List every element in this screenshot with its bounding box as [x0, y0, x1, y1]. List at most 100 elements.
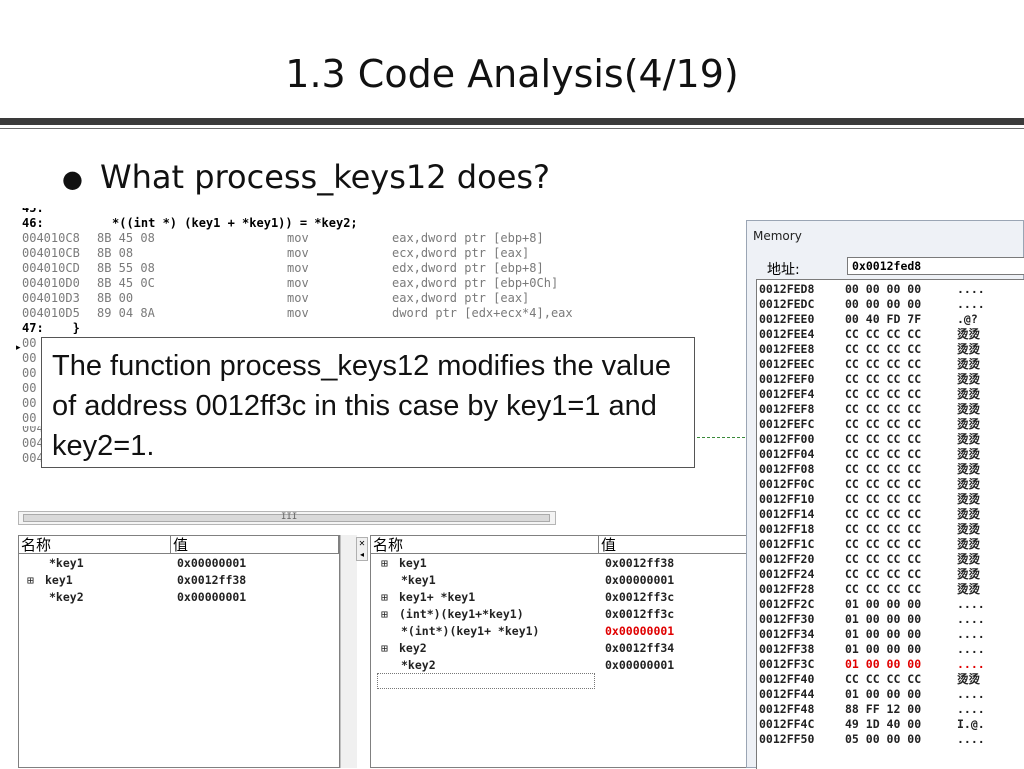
- expand-icon[interactable]: ⊞: [381, 556, 388, 570]
- memory-bytes: CC CC CC CC: [845, 537, 922, 551]
- connector-line: [697, 437, 745, 438]
- memory-ascii: ....: [957, 732, 985, 746]
- memory-ascii: 烫烫: [957, 432, 980, 446]
- watch-expression[interactable]: key1+ *key1: [399, 590, 476, 604]
- memory-address: 0012FF30: [759, 612, 815, 626]
- memory-address: 0012FF1C: [759, 537, 815, 551]
- watch-expression[interactable]: (int*)(key1+*key1): [399, 607, 524, 621]
- watch-new-entry-input[interactable]: [377, 673, 595, 689]
- cursor-marker: ▸: [16, 343, 21, 353]
- variable-name[interactable]: *key1: [49, 556, 84, 570]
- watch-expression[interactable]: *key2: [401, 658, 436, 672]
- memory-bytes: 00 00 00 00: [845, 297, 922, 311]
- memory-bytes: CC CC CC CC: [845, 522, 922, 536]
- instr-address: 004010CB: [22, 246, 80, 260]
- variable-name[interactable]: *key2: [49, 590, 84, 604]
- instruction-row[interactable]: 00: [22, 381, 742, 396]
- column-header-name[interactable]: 名称: [19, 536, 171, 554]
- instruction-row[interactable]: 00: [22, 351, 742, 366]
- instr-op: mov: [287, 261, 309, 275]
- memory-address: 0012FEF4: [759, 387, 815, 401]
- instruction-row[interactable]: 00: [22, 336, 742, 351]
- address-input[interactable]: 0x0012fed8: [847, 257, 1024, 275]
- title-divider: [0, 118, 1024, 125]
- memory-address: 0012FF08: [759, 462, 815, 476]
- column-header-name[interactable]: 名称: [371, 536, 599, 554]
- memory-address: 0012FF40: [759, 672, 815, 686]
- memory-bytes: 05 00 00 00: [845, 732, 922, 746]
- watch-value: 0x0012ff34: [605, 641, 675, 655]
- memory-address: 0012FF48: [759, 702, 815, 716]
- memory-address: 0012FEE0: [759, 312, 815, 326]
- instruction-row[interactable]: 00: [22, 366, 742, 381]
- watch-expression[interactable]: *key1: [401, 573, 436, 587]
- watch-expression[interactable]: key2: [399, 641, 427, 655]
- instruction-row[interactable]: 00: [22, 396, 742, 411]
- memory-ascii: ....: [957, 687, 985, 701]
- watch-value: 0x0012ff3c: [605, 590, 675, 604]
- watch-expression[interactable]: key1: [399, 556, 427, 570]
- disassembly-view[interactable]: 45: 46: *((int *) (key1 + *key1)) = *key…: [22, 208, 742, 466]
- variable-name[interactable]: key1: [45, 573, 73, 587]
- column-header-value[interactable]: 值: [599, 536, 751, 554]
- scrollbar-thumb[interactable]: [23, 514, 550, 522]
- memory-ascii: ....: [957, 597, 985, 611]
- expand-icon[interactable]: ⊞: [27, 573, 34, 587]
- watch-expression[interactable]: *(int*)(key1+ *key1): [401, 624, 540, 638]
- watch-panel-handle[interactable]: ✕◂: [356, 537, 368, 561]
- panel-divider[interactable]: [340, 535, 357, 768]
- expand-icon[interactable]: ⊞: [381, 641, 388, 655]
- expand-icon[interactable]: ⊞: [381, 607, 388, 621]
- instruction-row[interactable]: 00: [22, 411, 742, 426]
- instr-bytes: 8B 55 08: [97, 261, 155, 275]
- instr-op: mov: [287, 246, 309, 260]
- bullet-dot-icon: ●: [62, 165, 83, 193]
- memory-ascii: ....: [957, 642, 985, 656]
- expand-icon[interactable]: ⊞: [381, 590, 388, 604]
- horizontal-scrollbar[interactable]: III: [18, 511, 556, 525]
- memory-address: 0012FF20: [759, 552, 815, 566]
- column-header-value[interactable]: 值: [171, 536, 339, 554]
